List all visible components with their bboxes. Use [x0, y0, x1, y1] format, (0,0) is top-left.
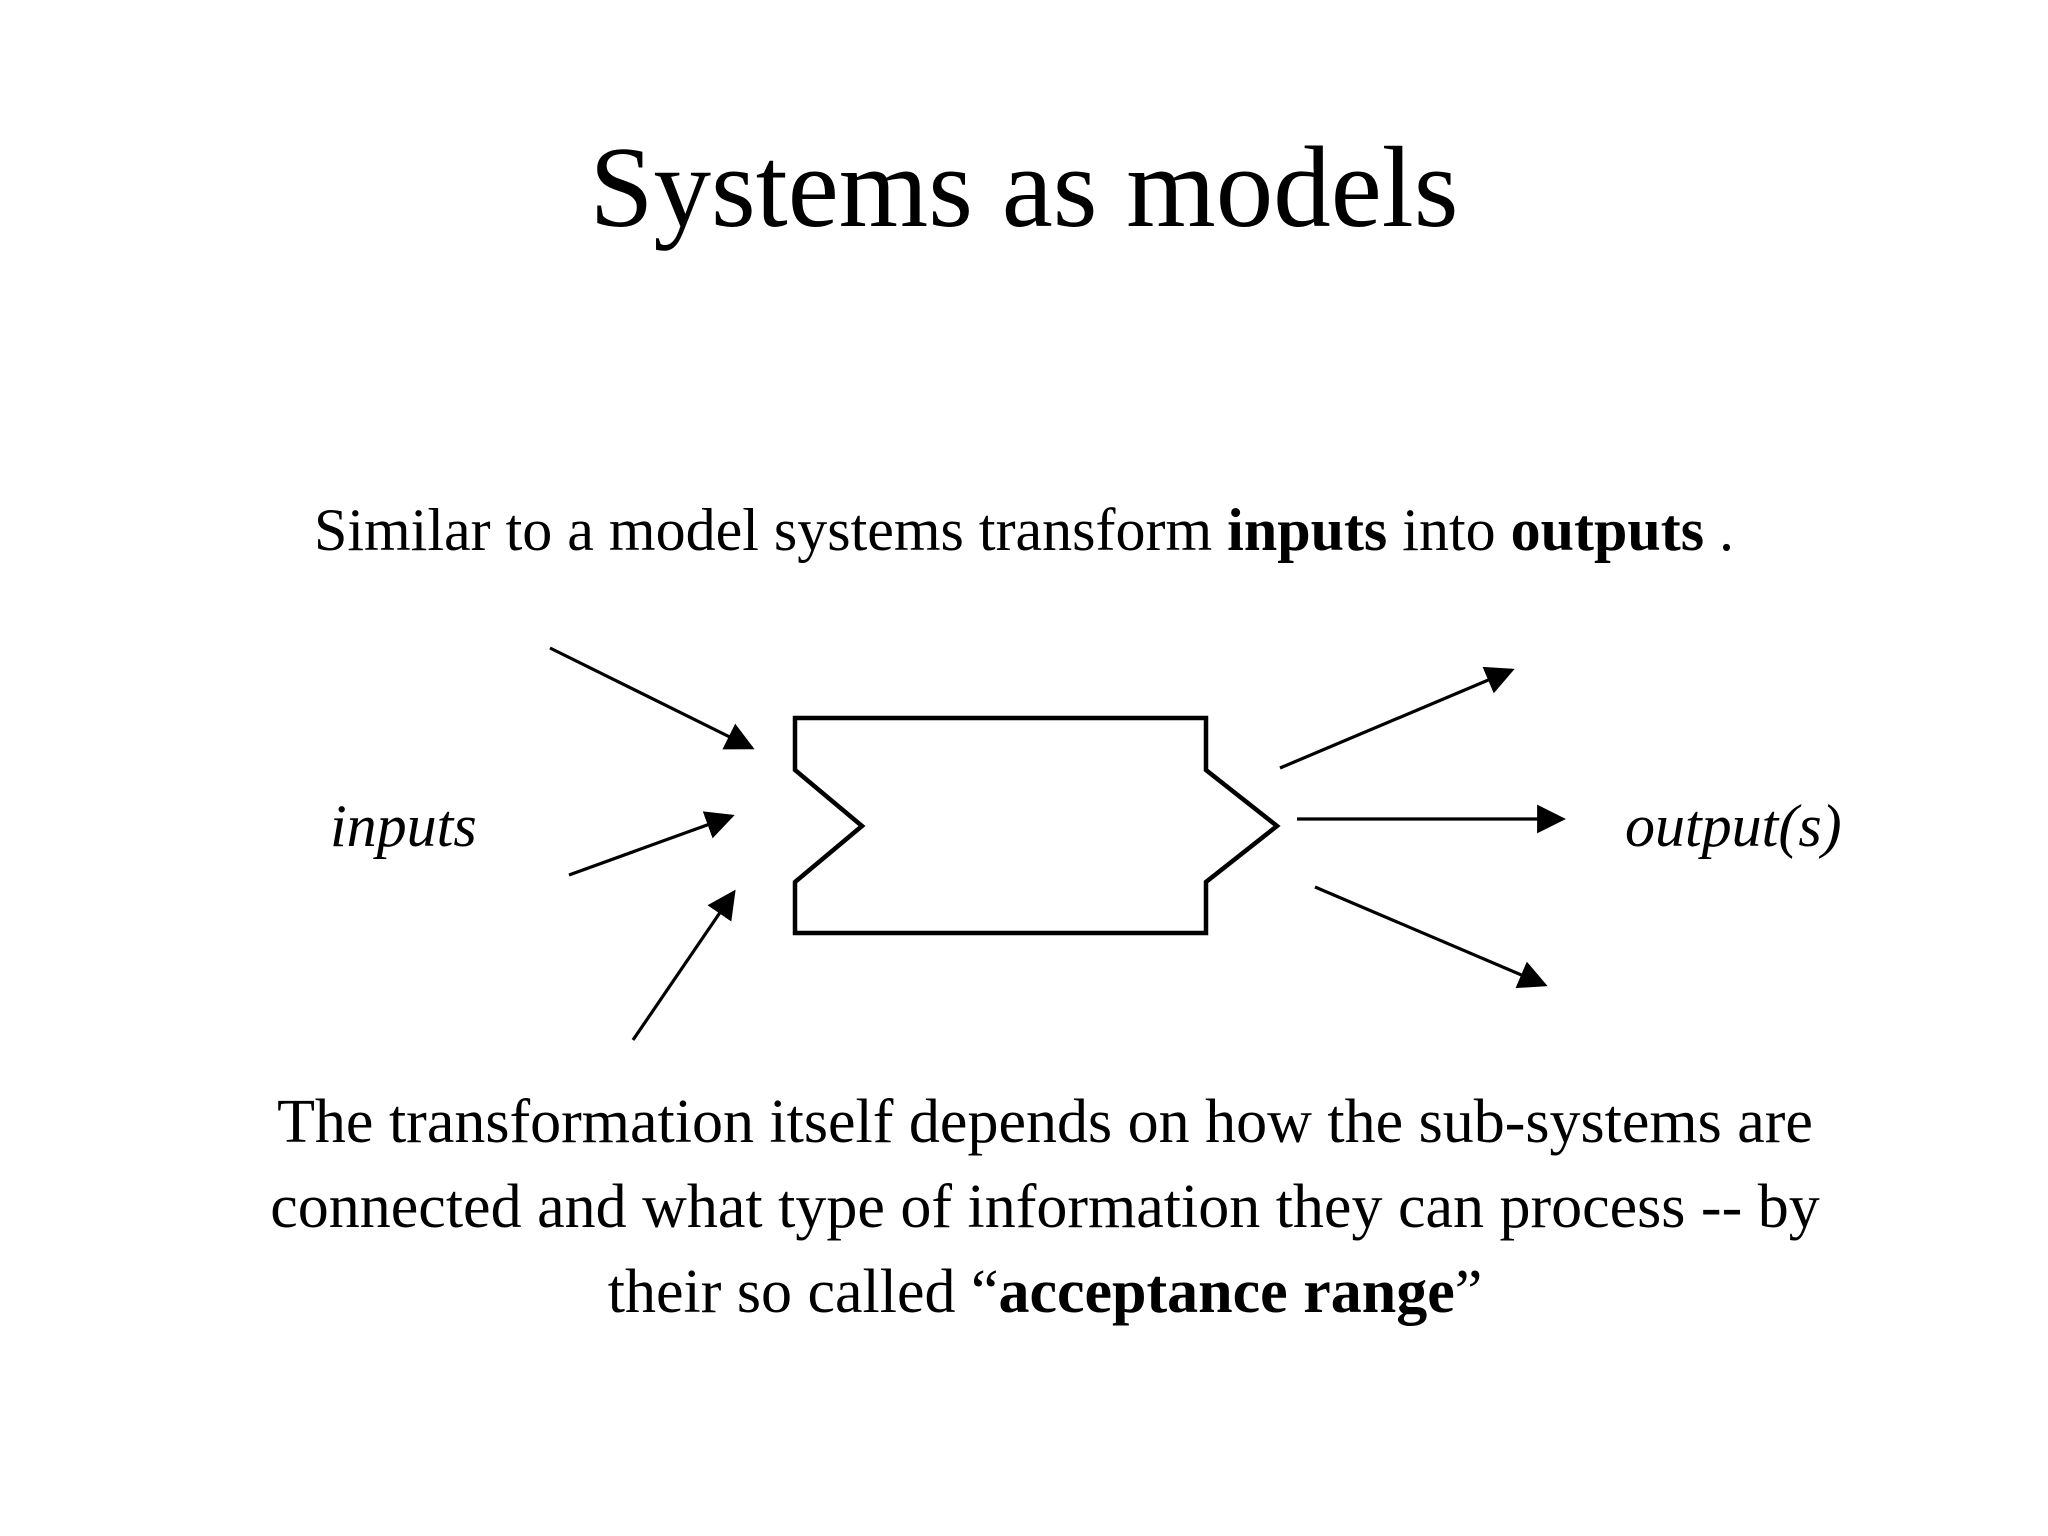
intro-outputs-bold: outputs [1510, 497, 1705, 563]
page-title: Systems as models [589, 124, 1459, 251]
body-paragraph: The transformation itself depends on how… [150, 1080, 1940, 1335]
inputs-label: inputs [330, 793, 477, 859]
paragraph-acceptance-range-bold: acceptance range [998, 1258, 1455, 1326]
chevron-process-shape [792, 715, 1281, 936]
paragraph-line-3-post: ” [1454, 1258, 1483, 1326]
outputs-label: output(s) [1625, 793, 1842, 859]
intro-sentence: Similar to a model systems transform inp… [0, 500, 2048, 560]
paragraph-line-2: connected and what type of information t… [270, 1173, 1820, 1241]
intro-text-1: Similar to a model systems transform [313, 497, 1228, 563]
intro-inputs-bold: inputs [1227, 497, 1388, 563]
paragraph-line-3: their so called “acceptance range” [150, 1250, 1940, 1335]
paragraph-line-3-pre: their so called “ [607, 1258, 999, 1326]
input-arrow-bottom [631, 889, 736, 1041]
intro-text-2: into [1387, 497, 1511, 563]
input-arrow-top [549, 646, 755, 750]
output-arrow-top [1279, 666, 1515, 770]
output-arrow-bottom [1314, 885, 1548, 989]
paragraph-line-1: The transformation itself depends on how… [277, 1088, 1813, 1156]
input-arrow-middle [568, 811, 735, 877]
intro-text-3: . [1704, 497, 1735, 563]
